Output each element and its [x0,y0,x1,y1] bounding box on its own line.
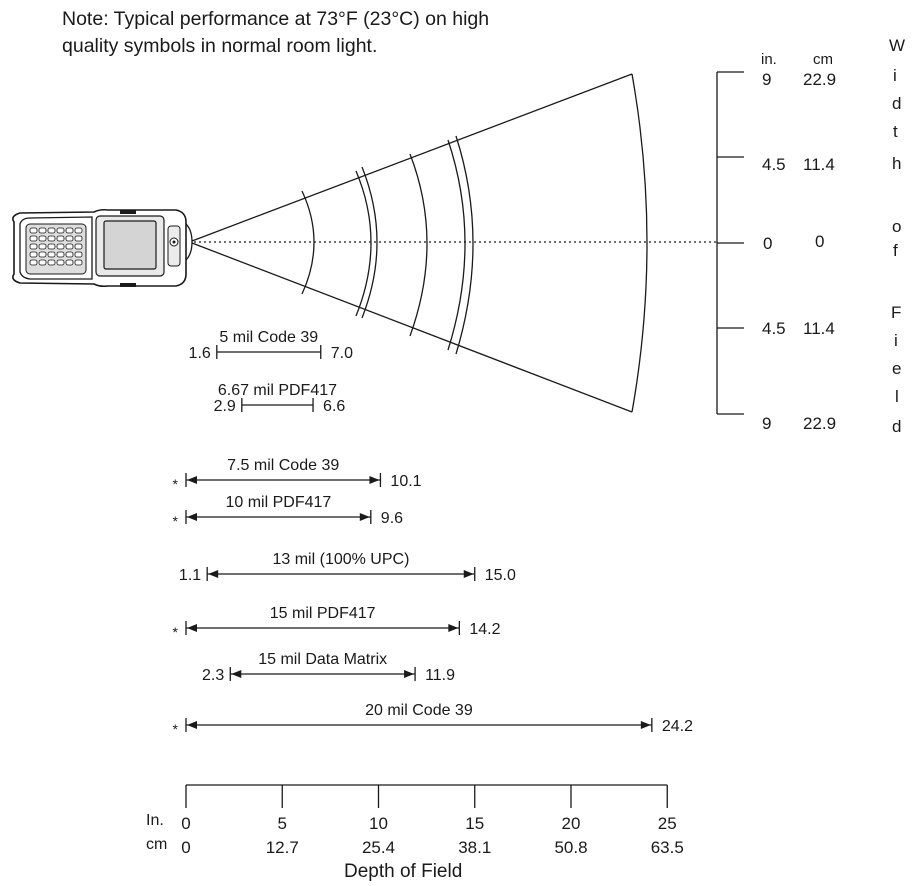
width-unit-cm: cm [813,51,833,68]
depth-tick-label-cm: 0 [181,838,190,857]
range-far-value: 9.6 [381,510,403,527]
width-unit-in: in. [761,51,777,68]
note-line-2: quality symbols in normal room light. [62,35,378,57]
depth-tick-label-cm: 50.8 [554,838,587,857]
range-arrow-right [404,670,415,678]
title-letter: F [891,303,901,322]
range-label: 20 mil Code 39 [365,702,473,719]
title-letter: e [892,359,901,378]
range-near-value: 1.6 [189,345,211,362]
title-letter: h [892,154,901,173]
depth-tick-label-cm: 12.7 [266,838,299,857]
width-tick-in: 9 [762,414,771,433]
note: Note: Typical performance at 73°F (23°C)… [62,6,622,60]
range-label: 6.67 mil PDF417 [218,382,337,399]
range-row: 15 mil Data Matrix 2.3 11.9 [202,651,455,684]
depth-tick-label-in: 5 [278,814,287,833]
range-arrow-left [187,624,197,632]
range-far-value: 11.9 [425,667,455,684]
range-label: 7.5 mil Code 39 [227,457,339,474]
range-arrow-right [369,476,380,484]
range-row: 5 mil Code 39 1.6 7.0 [189,329,354,362]
depth-axis-unit-in: In. [146,812,164,829]
range-arrow-right [359,513,370,521]
depth-tick-label-in: 10 [369,814,388,833]
note-line-1: Note: Typical performance at 73°F (23°C)… [62,8,490,30]
range-label: 15 mil Data Matrix [258,651,387,668]
depth-tick-label-cm: 25.4 [362,838,395,857]
range-near-value: * [173,721,179,737]
range-arrow-left [208,570,219,578]
depth-tick-label-in: 0 [181,814,190,833]
range-arrow-left [231,670,242,678]
width-tick-in: 4.5 [762,155,786,174]
range-label: 5 mil Code 39 [219,329,318,346]
range-row: 20 mil Code 39 * 24.2 [173,702,694,737]
range-far-value: 6.6 [323,398,345,415]
title-letter: o [892,217,901,236]
width-tick-cm: 22.9 [803,70,836,89]
width-tick-in: 4.5 [762,319,786,338]
keypad [25,223,87,275]
range-far-value: 14.2 [469,621,500,638]
title-letter: d [892,417,901,436]
range-arrow-left [187,513,197,521]
range-row: 13 mil (100% UPC) 1.1 15.0 [179,551,516,584]
title-letter: t [893,122,898,141]
range-label: 15 mil PDF417 [270,605,376,622]
range-far-value: 10.1 [390,473,421,490]
width-scale: in. cm 9 22.9 4.5 11.4 0 0 4.5 11.4 9 22… [716,36,905,436]
range-label: 13 mil (100% UPC) [272,551,409,568]
range-row: 7.5 mil Code 39 * 10.1 [173,457,422,492]
width-of-field-title: W i d t h o f F i e l d [889,36,905,436]
range-near-value: * [173,476,179,492]
range-arrow-right [640,721,651,729]
width-tick-cm: 22.9 [803,414,836,433]
range-arrow-left [187,476,197,484]
width-tick-in: 0 [763,234,772,253]
mobile-computer-image [12,208,193,288]
depth-arcs [301,135,474,355]
width-tick-cm: 11.4 [803,155,835,174]
range-arrow-right [448,624,459,632]
range-far-value: 7.0 [331,345,353,362]
range-arrow-right [463,570,474,578]
depth-tick-label-in: 15 [465,814,484,833]
depth-tick-label-in: 25 [658,814,677,833]
range-far-value: 15.0 [485,567,516,584]
depth-axis-unit-cm: cm [146,836,167,853]
range-near-value: 1.1 [179,567,201,584]
title-letter: W [889,36,905,55]
range-near-value: 2.9 [214,398,236,415]
range-near-value: * [173,513,179,529]
depth-tick-label-cm: 63.5 [651,838,684,857]
range-near-value: 2.3 [202,667,224,684]
depth-axis: In. cm 0 0 5 12.7 10 25.4 15 38.1 20 50.8 25 63.5 D… [146,784,684,882]
width-tick-in: 9 [762,70,771,89]
device-screen [103,220,157,270]
depth-ticks: 0 0 5 12.7 10 25.4 15 38.1 20 50.8 25 63.5 [181,785,684,857]
depth-tick-label-in: 20 [562,814,581,833]
title-letter: d [892,94,901,113]
range-near-value: * [173,624,179,640]
depth-axis-title: Depth of Field [344,861,462,882]
scan-field-cone [191,73,716,413]
depth-tick-label-cm: 38.1 [458,838,491,857]
title-letter: f [893,241,898,260]
range-arrow-left [187,721,197,729]
title-letter: l [895,387,899,406]
range-row: 10 mil PDF417 * 9.6 [173,494,404,529]
range-label: 10 mil PDF417 [225,494,331,511]
range-row: 15 mil PDF417 * 14.2 [173,605,501,640]
width-tick-cm: 0 [815,232,824,251]
width-tick-cm: 11.4 [803,319,835,338]
title-letter: i [893,66,897,85]
range-far-value: 24.2 [662,718,693,735]
title-letter: i [894,331,898,350]
